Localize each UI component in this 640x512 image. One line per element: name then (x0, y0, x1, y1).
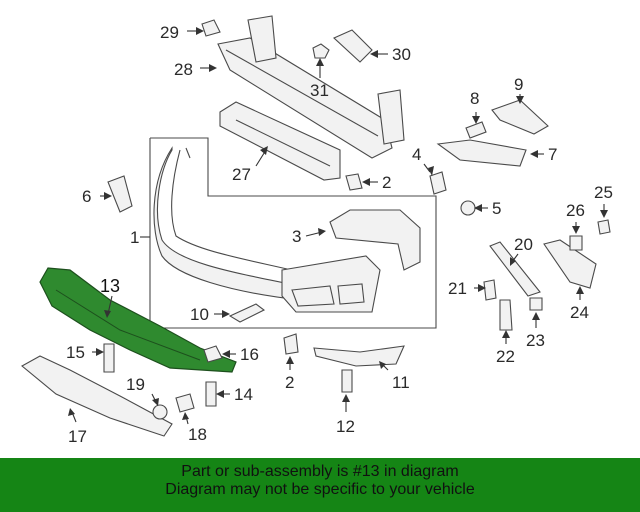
part-24-bracket[interactable] (543, 239, 597, 289)
part-16-clip[interactable] (203, 345, 223, 363)
banner-line-1: Part or sub-assembly is #13 in diagram (181, 463, 459, 480)
label-part-4: 4 (412, 145, 421, 164)
label-part-6: 6 (82, 187, 91, 206)
part-4-bolt[interactable] (429, 171, 447, 195)
part-15-bolt[interactable] (103, 343, 115, 373)
label-part-16: 16 (240, 345, 259, 364)
label-part-30: 30 (392, 45, 411, 64)
label-part-19: 19 (126, 375, 145, 394)
label-part-24: 24 (570, 303, 589, 322)
part-8-bolt[interactable] (465, 121, 487, 139)
part-7-trim[interactable] (436, 139, 527, 167)
part-10-trim[interactable] (228, 303, 266, 323)
part-21-bolt[interactable] (483, 279, 497, 301)
label-part-31: 31 (310, 81, 329, 100)
banner-line-2: Diagram may not be specific to your vehi… (165, 481, 475, 498)
part-27-absorber[interactable] (219, 101, 341, 181)
part-25-bolt[interactable] (597, 219, 611, 235)
part-2-clip-upper[interactable] (345, 173, 363, 191)
label-part-21: 21 (448, 279, 467, 298)
label-part-11: 11 (392, 373, 410, 392)
label-part-9: 9 (514, 75, 523, 94)
label-part-2-upper: 2 (382, 173, 391, 192)
label-part-25: 25 (594, 183, 613, 202)
label-part-2-lower: 2 (285, 373, 294, 392)
label-part-10: 10 (190, 305, 209, 324)
label-part-5: 5 (492, 199, 501, 218)
part-12-bolt[interactable] (341, 369, 353, 393)
info-banner: Part or sub-assembly is #13 in diagram D… (0, 458, 640, 512)
part-22-bolt[interactable] (499, 299, 513, 331)
label-part-18: 18 (188, 425, 207, 444)
part-29-bolt[interactable] (201, 19, 221, 37)
part-13-lower-reinforcement[interactable] (39, 267, 237, 373)
part-20-bracket[interactable] (489, 241, 541, 297)
label-part-15: 15 (66, 343, 85, 362)
part-28-bumper-reinforcement[interactable] (217, 15, 405, 159)
part-23-clip[interactable] (529, 297, 543, 311)
label-part-29: 29 (160, 23, 179, 42)
part-11-trim[interactable] (313, 345, 405, 367)
leader-lines (68, 27, 608, 425)
label-part-13: 13 (100, 276, 120, 296)
label-part-20: 20 (514, 235, 533, 254)
part-2-clip-lower[interactable] (283, 333, 299, 355)
label-part-8: 8 (470, 89, 479, 108)
part-3-bracket[interactable] (329, 209, 421, 271)
label-part-3: 3 (292, 227, 301, 246)
part-14-bolt[interactable] (205, 381, 217, 407)
part-5-clip[interactable] (460, 200, 476, 216)
label-part-7: 7 (548, 145, 557, 164)
part-6-bracket[interactable] (107, 175, 133, 213)
label-part-26: 26 (566, 201, 585, 220)
part-19-nut[interactable] (152, 404, 168, 420)
part-17-skid-plate[interactable] (21, 355, 173, 437)
label-part-12: 12 (336, 417, 355, 436)
label-part-14: 14 (234, 385, 253, 404)
part-9-bracket[interactable] (491, 99, 549, 135)
part-26-clip[interactable] (569, 235, 583, 251)
part-1-lower-section (281, 255, 381, 313)
label-part-28: 28 (174, 60, 193, 79)
label-part-17: 17 (68, 427, 87, 446)
part-1-bumper-cover[interactable] (153, 146, 301, 301)
part-31-clip[interactable] (312, 43, 330, 59)
part-18-bolt[interactable] (175, 393, 195, 413)
label-part-23: 23 (526, 331, 545, 350)
part-30-bracket[interactable] (333, 29, 373, 63)
label-part-27: 27 (232, 165, 251, 184)
label-part-1: 1 (130, 228, 139, 247)
label-part-22: 22 (496, 347, 515, 366)
